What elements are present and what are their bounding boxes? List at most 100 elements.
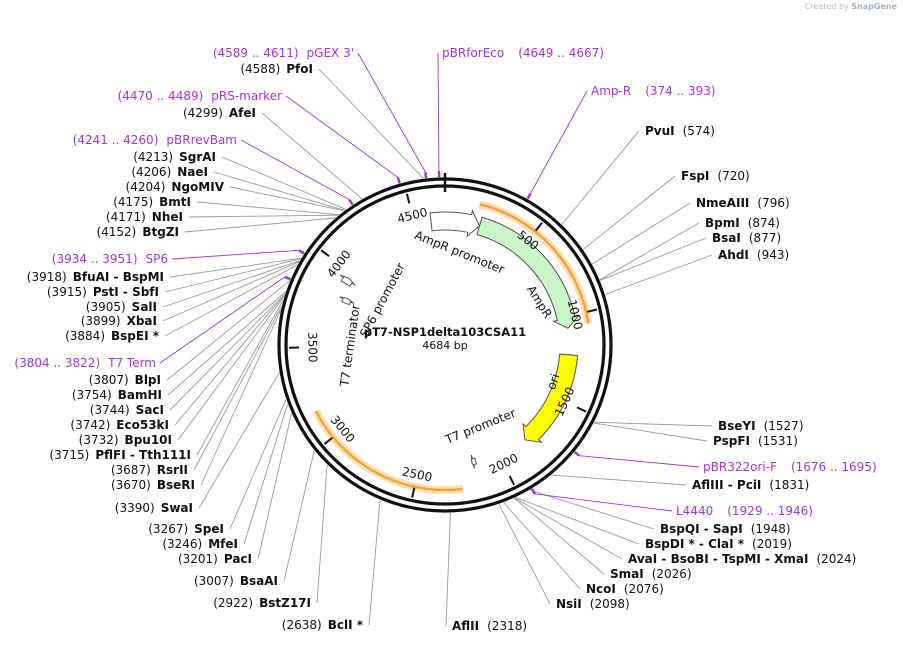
enzyme-position: (3732) <box>79 433 119 447</box>
plasmid-backbone <box>277 173 613 513</box>
enzyme-label: NsiI(2098) <box>556 597 630 611</box>
enzyme-leader <box>261 112 363 200</box>
enzyme-label: (3246)MfeI <box>162 537 238 551</box>
enzyme-label: (3007)BsaAI <box>194 574 278 588</box>
map-center: pT7-NSP1delta103CSA11 4684 bp <box>364 325 526 352</box>
enzyme-label: AhdI(943) <box>718 248 789 262</box>
enzyme-leader <box>188 214 339 218</box>
tick-mark <box>320 249 330 258</box>
sp6-promoter-arrow <box>339 274 356 287</box>
tick-label: 4000 <box>324 247 354 280</box>
primer-leader <box>437 52 440 172</box>
primer-leader <box>171 249 300 260</box>
ampr-arrow <box>476 216 581 329</box>
enzyme-name: NgoMIV <box>171 180 224 194</box>
primer-site-mark <box>526 192 532 200</box>
enzyme-name: BstZ17I <box>259 596 311 610</box>
enzyme-name: PflFI - Tth111I <box>95 448 191 462</box>
enzyme-leader <box>318 68 424 179</box>
enzyme-position: (943) <box>757 248 789 262</box>
primer-site-mark <box>348 198 354 206</box>
enzyme-name: AvaI - BsoBI - TspMI - XmaI <box>628 552 808 566</box>
enzyme-position: (3899) <box>81 314 121 328</box>
enzyme-name: SacI <box>136 403 164 417</box>
enzyme-position: (4213) <box>133 150 173 164</box>
enzyme-name: RsrII <box>157 463 188 477</box>
enzyme-leader <box>445 512 451 627</box>
enzyme-leader <box>213 171 345 211</box>
enzyme-position: (3918) <box>27 270 67 284</box>
enzyme-leader <box>283 450 315 582</box>
enzyme-leader <box>198 372 280 509</box>
enzyme-position: (4206) <box>131 165 171 179</box>
enzyme-leader <box>316 464 328 604</box>
primer-label: (4470 .. 4489)pRS-marker <box>118 89 282 103</box>
enzyme-position: (3915) <box>47 285 87 299</box>
enzyme-name: BlpI <box>135 373 161 387</box>
enzyme-position: (3807) <box>89 373 129 387</box>
enzyme-label: (3915) PstI - SbfI <box>47 285 159 299</box>
enzyme-label: (4204)NgoMIV <box>126 180 225 194</box>
primer-range: (3934 .. 3951) <box>52 252 138 266</box>
primer-site-mark <box>573 450 581 457</box>
enzyme-name: Eco53kI <box>116 418 169 432</box>
enzyme-name: FspI <box>681 169 709 183</box>
enzyme-position: (3905) <box>86 300 126 314</box>
tick-mark <box>576 406 587 413</box>
enzyme-name: PstI - SbfI <box>93 285 159 299</box>
enzyme-label: (3754)BamHI <box>72 388 162 402</box>
primer-site-mark <box>298 249 305 255</box>
enzyme-label: (3742)Eco53kI <box>70 418 169 432</box>
enzyme-label: FspI(720) <box>681 169 750 183</box>
snapgene-credit: Created by SnapGene <box>805 2 897 11</box>
enzyme-position: (877) <box>749 231 781 245</box>
enzyme-leader <box>164 264 298 337</box>
enzyme-name: PvuI <box>645 124 675 138</box>
primer-range: (1929 .. 1946) <box>727 504 813 518</box>
enzyme-label: (3715)PflFI - Tth111I <box>49 448 191 462</box>
primer-name: pGEX 3' <box>307 46 354 60</box>
tick-mark <box>405 193 411 204</box>
tick-label: 4500 <box>396 205 429 226</box>
primer-range: (4649 .. 4667) <box>518 46 604 60</box>
primer-range: (374 .. 393) <box>645 84 715 98</box>
enzyme-leader <box>243 403 289 545</box>
enzyme-position: (4152) <box>96 225 136 239</box>
primer-leader <box>530 90 588 194</box>
plasmid-length: 4684 bp <box>422 339 467 352</box>
primer-leader <box>159 276 286 364</box>
enzyme-position: (1948) <box>751 522 791 536</box>
feature-label: ori <box>544 372 562 391</box>
orange-arc <box>314 410 463 492</box>
enzyme-name: NcoI <box>586 582 616 596</box>
enzyme-leader <box>196 201 340 216</box>
enzyme-position: (874) <box>748 216 780 230</box>
ori-arrow <box>522 353 579 444</box>
enzyme-position: (4175) <box>113 195 153 209</box>
enzyme-label: (4175)BmtI <box>113 195 191 209</box>
enzyme-position: (3267) <box>148 522 188 536</box>
enzyme-leader <box>561 130 640 225</box>
enzyme-position: (796) <box>757 196 789 210</box>
enzyme-label: NcoI(2076) <box>586 582 664 596</box>
enzyme-label: PvuI (574) <box>645 124 715 138</box>
enzyme-leader <box>591 202 691 265</box>
enzyme-position: (574) <box>683 124 715 138</box>
credit-prefix: Created by <box>804 2 849 11</box>
feature-label: T7 promoter <box>442 406 517 447</box>
primer-label: (4589 .. 4611)pGEX 3' <box>213 46 354 60</box>
enzyme-leader <box>605 254 713 295</box>
enzyme-leader <box>177 296 285 441</box>
enzyme-leader <box>594 421 713 427</box>
tick-mark <box>534 222 543 232</box>
primer-label: (3804 .. 3822)T7 Term <box>14 356 156 370</box>
enzyme-name: BspEI * <box>111 329 160 343</box>
enzyme-leader <box>593 422 708 442</box>
enzyme-name: BtgZI <box>142 225 179 239</box>
enzyme-leader <box>221 156 346 210</box>
enzyme-leader <box>164 258 301 293</box>
enzyme-label: (3899)XbaI <box>81 314 157 328</box>
enzyme-leader <box>229 399 287 530</box>
enzyme-name: PacI <box>224 552 252 566</box>
enzyme-position: (2026) <box>652 567 692 581</box>
